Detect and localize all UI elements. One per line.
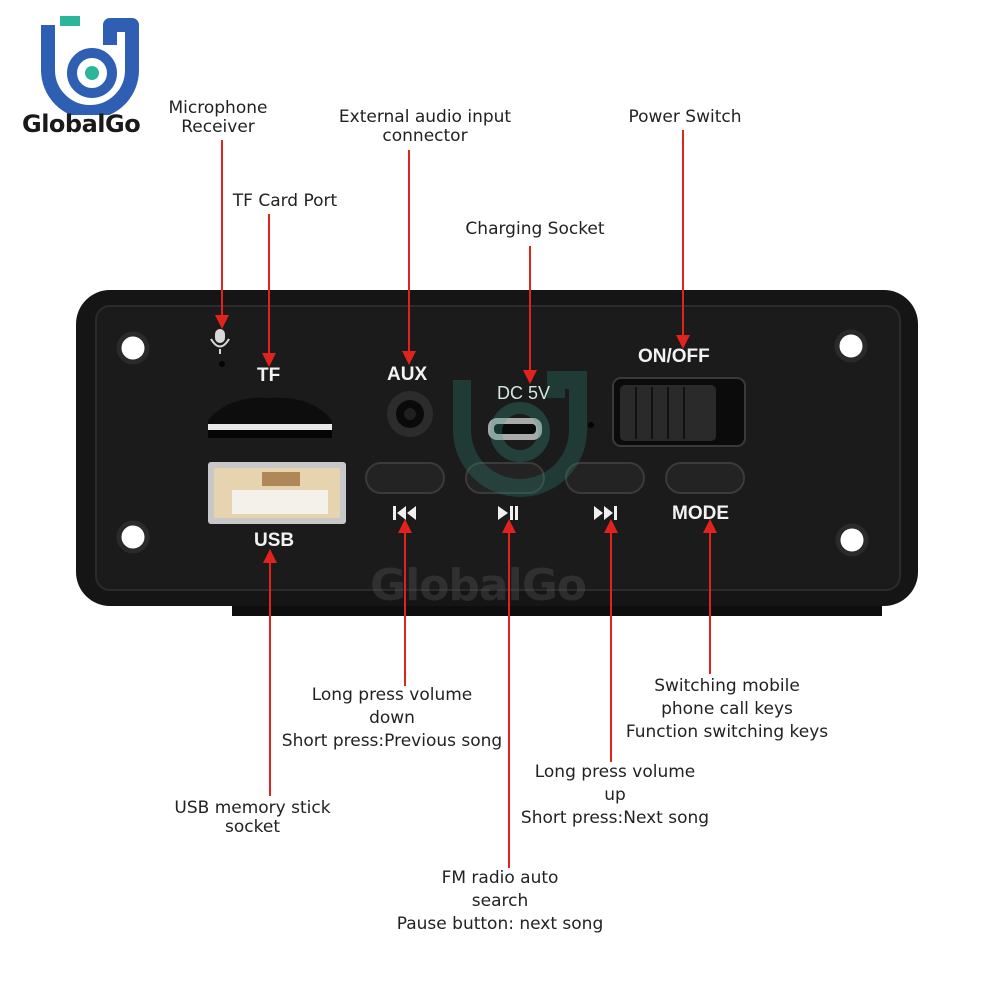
label-tf-card-port: TF Card Port [232,191,338,211]
play-pause-icon [498,506,518,520]
panel-label-mode: MODE [672,503,729,524]
panel-label-tf: TF [257,365,281,386]
label-power-switch: Power Switch [628,107,742,127]
label-charging-socket: Charging Socket [465,219,605,239]
panel-label-onoff: ON/OFF [638,346,710,367]
brand-name: GlobalGo [22,110,141,138]
previous-track-icon [393,506,416,520]
panel-label-aux: AUX [387,364,428,385]
panel-label-dc: DC 5V [497,383,551,403]
globalgo-logo-icon [41,16,139,115]
brand-watermark: GlobalGo [370,560,587,611]
panel-label-usb: USB [254,530,295,551]
mic-icon [210,329,230,354]
next-track-icon [594,506,617,520]
